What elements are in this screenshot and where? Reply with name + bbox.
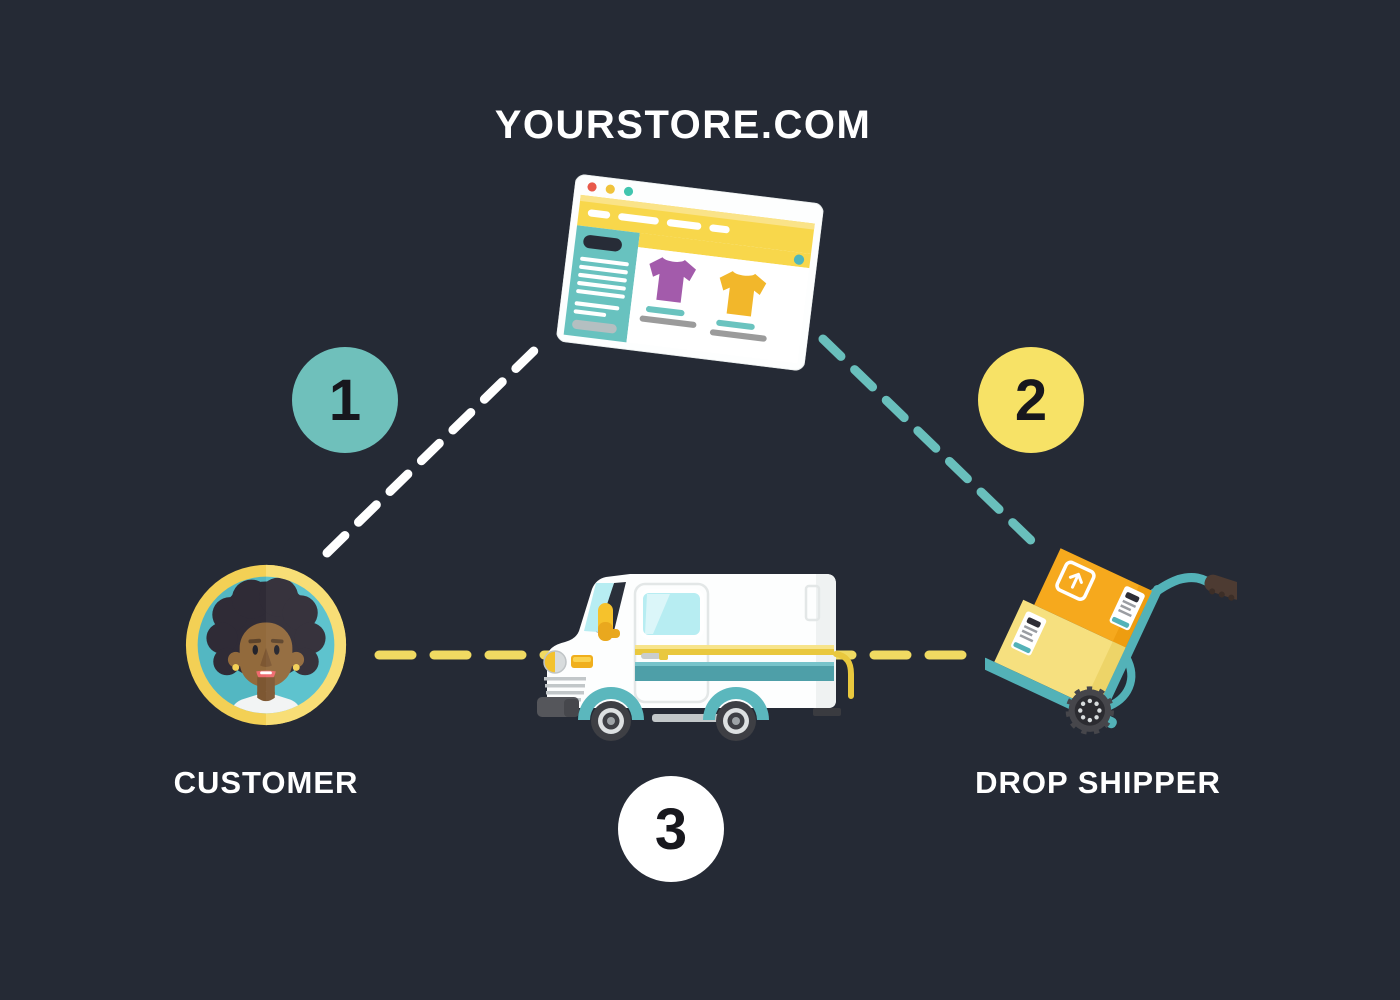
customer-label: CUSTOMER — [173, 765, 359, 800]
product-tshirt-gold-icon — [709, 271, 767, 342]
truck-mirror — [598, 603, 620, 641]
step-3-number: 3 — [654, 796, 688, 862]
customer-avatar-icon — [183, 562, 349, 728]
truck-side-window — [639, 589, 704, 639]
step-1-badge: 1 — [292, 347, 398, 453]
customer-to-store-connector — [322, 336, 549, 558]
browser-searchbar — [638, 232, 812, 269]
step-2-number: 2 — [1014, 367, 1048, 433]
step-1-number: 1 — [328, 367, 362, 433]
delivery-truck-icon — [533, 558, 855, 743]
step-3-badge: 3 — [618, 776, 724, 882]
step-2-badge: 2 — [978, 347, 1084, 453]
truck-door — [633, 582, 710, 704]
handtruck-wheel — [1065, 686, 1115, 735]
truck-stripes — [635, 645, 834, 681]
store-browser-icon — [556, 173, 825, 371]
truck-door-handle — [641, 653, 661, 659]
handtruck-rail — [1094, 585, 1163, 720]
store-to-drop-shipper-connector — [818, 334, 1047, 556]
handtruck-grip — [1204, 574, 1237, 601]
truck-rear-handle — [833, 651, 854, 699]
browser-sidebar — [563, 225, 640, 343]
browser-navbar — [577, 194, 815, 254]
drop-shipper-label: DROP SHIPPER — [975, 765, 1221, 800]
store-title: YOURSTORE.COM — [494, 103, 872, 147]
drop-shipper-handtruck-icon — [985, 538, 1237, 750]
product-tshirt-purple-icon — [639, 257, 697, 328]
orange-box-icon — [1034, 548, 1152, 648]
truck-front-wheel — [591, 701, 631, 741]
browser-window-dots-icon — [587, 182, 634, 197]
truck-rear-wheel — [716, 701, 756, 741]
truck-headlight — [543, 650, 593, 674]
